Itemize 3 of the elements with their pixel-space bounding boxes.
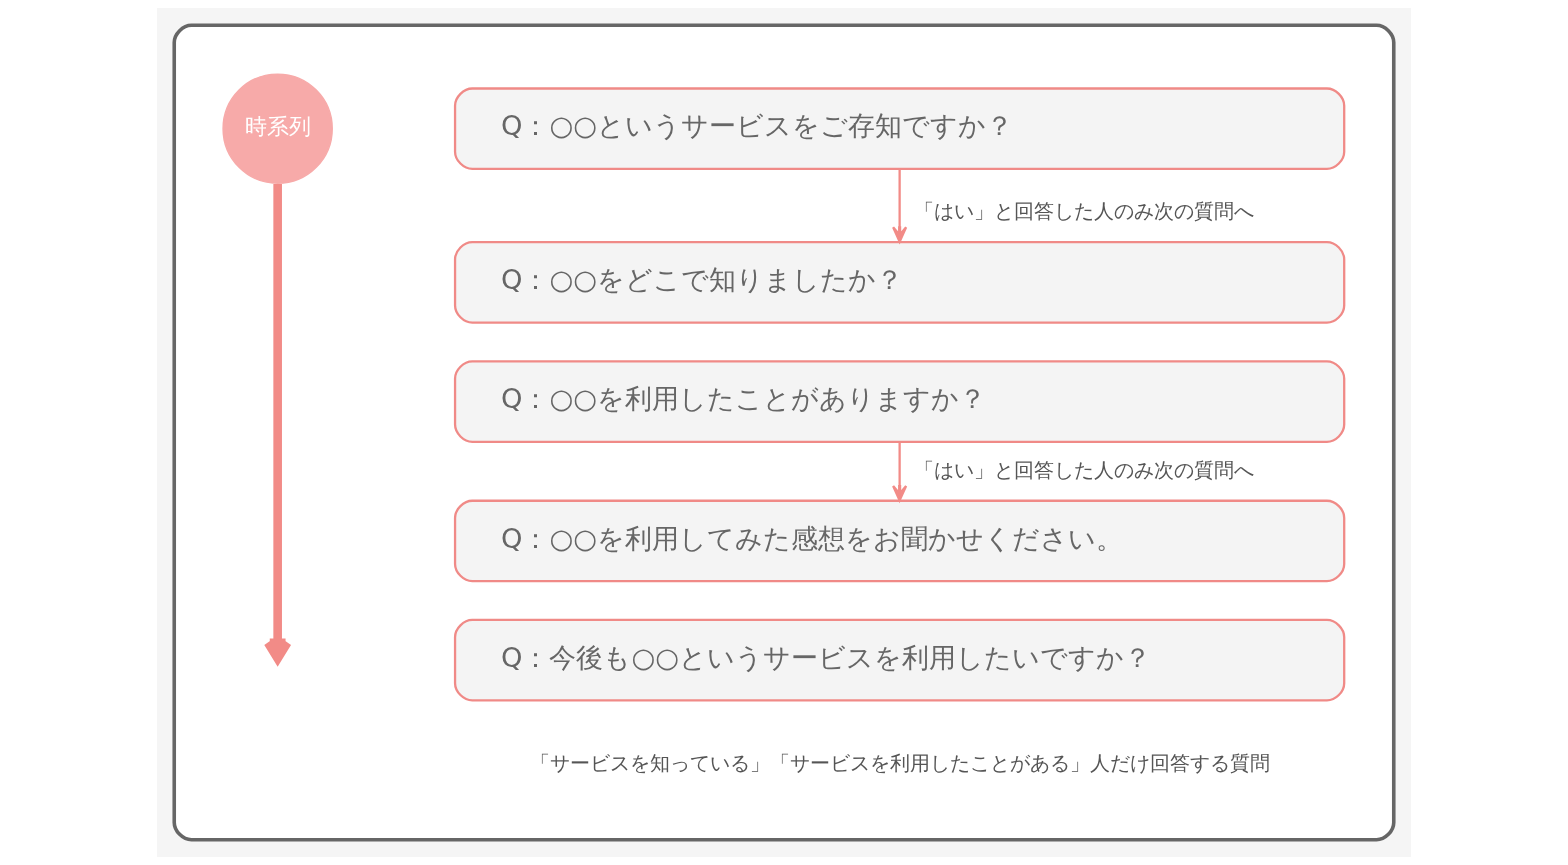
edge-label: 「はい」と回答した人のみ次の質問へ [913, 199, 1254, 224]
label: 「サービスを知っている」「サービスを利用したことがある」人だけ回答する質問 [529, 751, 1270, 776]
edge-label: 「はい」と回答した人のみ次の質問へ [913, 457, 1254, 482]
